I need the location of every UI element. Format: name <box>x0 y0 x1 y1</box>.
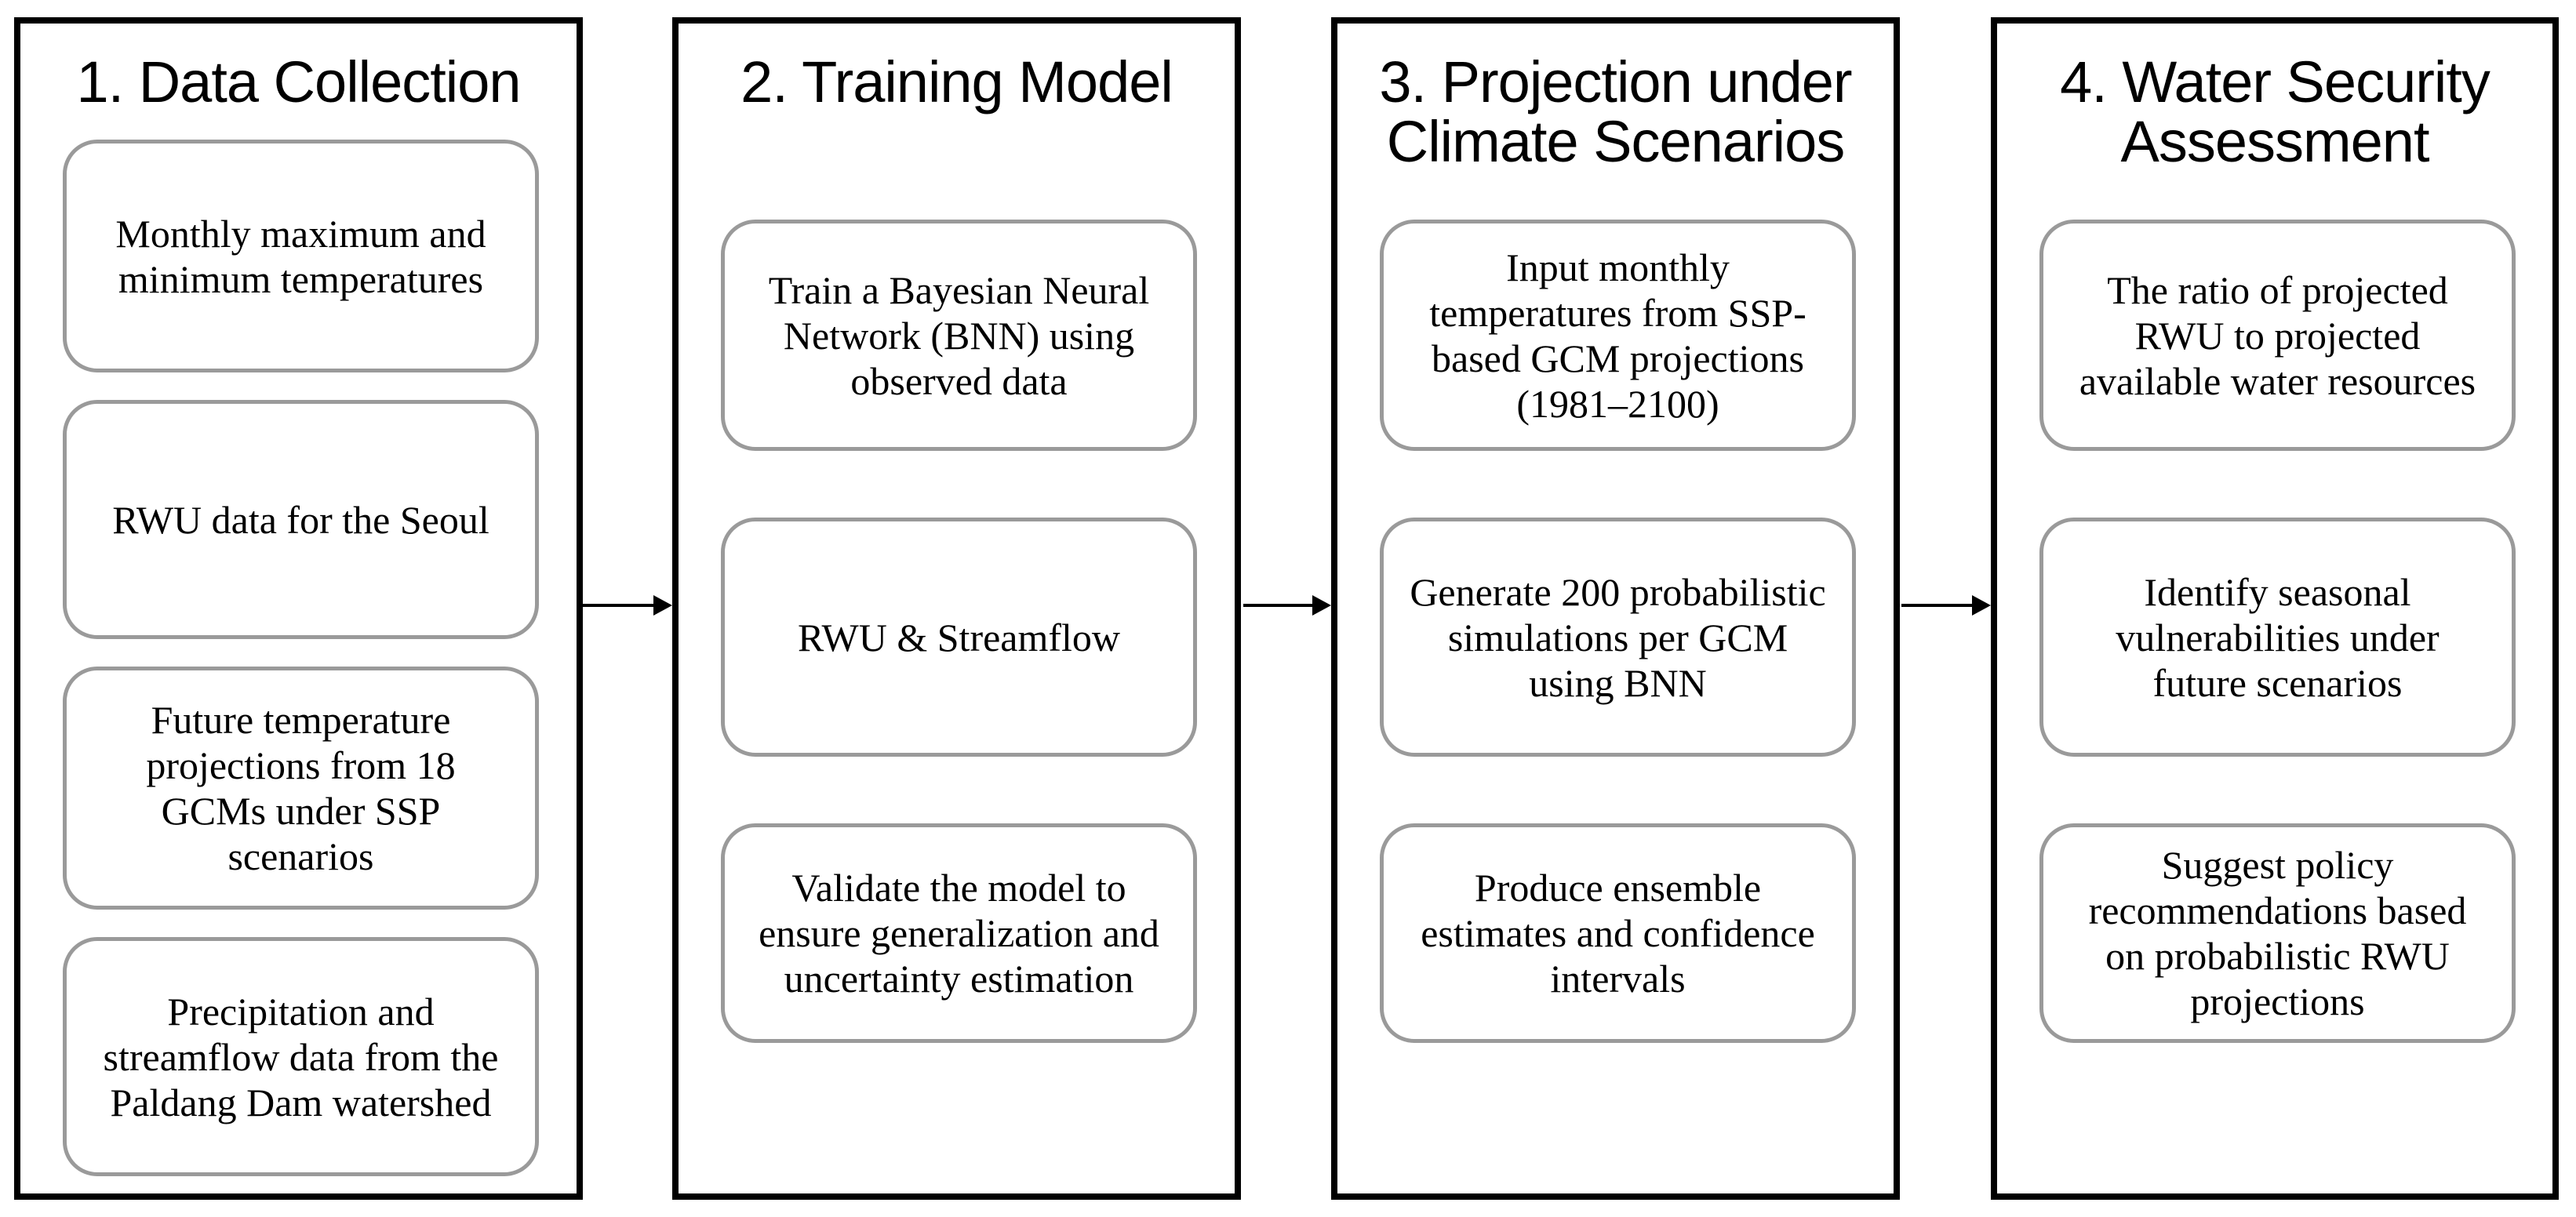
flow-box: Produce ensemble estimates and confidenc… <box>1380 823 1856 1043</box>
arrow-right-connector <box>582 595 672 616</box>
flow-box: Monthly maximum and minimum temperatures <box>63 140 539 372</box>
flow-box: Identify seasonal vulnerabilities under … <box>2039 518 2516 757</box>
arrow-right-connector <box>1901 595 1991 616</box>
stage-title: 1. Data Collection <box>76 49 521 114</box>
stage-column-water-security-assessment: 4. Water Security Assessment The ratio o… <box>1991 17 2559 1200</box>
stage-title: 3. Projection under Climate Scenarios <box>1379 49 1852 174</box>
stage-column-projection-climate-scenarios: 3. Projection under Climate Scenarios In… <box>1331 17 1900 1200</box>
flow-box: Train a Bayesian Neural Network (BNN) us… <box>721 220 1197 451</box>
flow-box: RWU & Streamflow <box>721 518 1197 757</box>
flow-box: Generate 200 probabilistic simulations p… <box>1380 518 1856 757</box>
stage-column-training-model: 2. Training Model Train a Bayesian Neura… <box>672 17 1241 1200</box>
flow-box: The ratio of projected RWU to projected … <box>2039 220 2516 451</box>
flow-box: Precipitation and streamflow data from t… <box>63 937 539 1176</box>
flow-box: Future temperature projections from 18 G… <box>63 667 539 910</box>
stage-title: 4. Water Security Assessment <box>2060 49 2490 174</box>
stage-column-data-collection: 1. Data Collection Monthly maximum and m… <box>14 17 583 1200</box>
stage-title: 2. Training Model <box>740 49 1173 114</box>
flow-box: Validate the model to ensure generalizat… <box>721 823 1197 1043</box>
flow-box: Input monthly temperatures from SSP- bas… <box>1380 220 1856 451</box>
arrow-right-connector <box>1243 595 1331 616</box>
flow-box: RWU data for the Seoul <box>63 400 539 639</box>
flow-box: Suggest policy recommendations based on … <box>2039 823 2516 1043</box>
